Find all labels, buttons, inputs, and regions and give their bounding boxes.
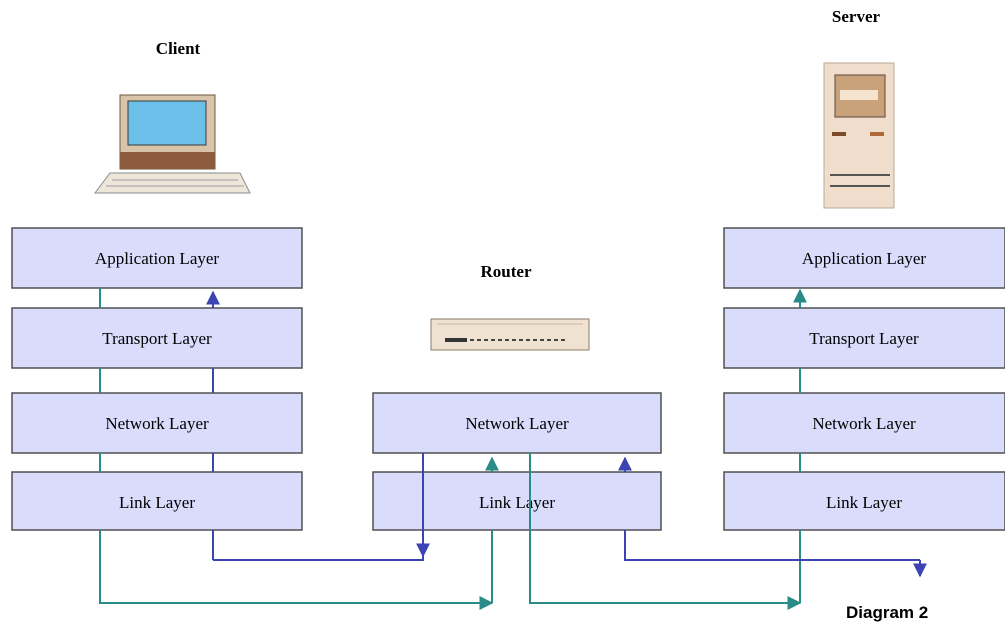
diagram-caption: Diagram 2 — [846, 603, 929, 622]
blue-data-path — [206, 290, 927, 578]
client-application-layer — [11, 227, 303, 289]
router-network-label: Network Layer — [465, 414, 569, 433]
blue-router-to-client — [213, 453, 424, 561]
server-network-layer — [723, 392, 1005, 454]
client-network-layer — [11, 392, 303, 454]
router-icon — [430, 318, 590, 351]
server-link-label: Link Layer — [826, 493, 902, 512]
client-transport-label: Transport Layer — [102, 329, 212, 348]
client-stack: Application Layer Transport Layer Networ… — [11, 227, 303, 531]
server-application-label: Application Layer — [802, 249, 926, 268]
router-stack: Network Layer Link Layer — [372, 392, 662, 531]
client-application-label: Application Layer — [95, 249, 219, 268]
teal-client-to-router — [99, 530, 494, 610]
client-transport-layer — [11, 307, 303, 369]
blue-server-to-router — [624, 530, 920, 561]
router-network-layer — [372, 392, 662, 454]
client-title: Client — [156, 39, 201, 58]
server-icon — [823, 62, 895, 209]
teal-router-to-server — [529, 453, 802, 610]
client-link-layer — [11, 471, 303, 531]
server-stack: Application Layer Transport Layer Networ… — [723, 227, 1005, 531]
router-link-layer — [372, 471, 662, 531]
server-link-layer — [723, 471, 1005, 531]
server-transport-label: Transport Layer — [809, 329, 919, 348]
client-network-label: Network Layer — [105, 414, 209, 433]
server-title: Server — [832, 7, 881, 26]
client-link-label: Link Layer — [119, 493, 195, 512]
server-transport-layer — [723, 307, 1005, 369]
teal-data-path — [99, 288, 807, 610]
router-title: Router — [481, 262, 532, 281]
server-application-layer — [723, 227, 1005, 289]
server-network-label: Network Layer — [812, 414, 916, 433]
computer-icon — [94, 94, 251, 194]
router-link-label: Link Layer — [479, 493, 555, 512]
